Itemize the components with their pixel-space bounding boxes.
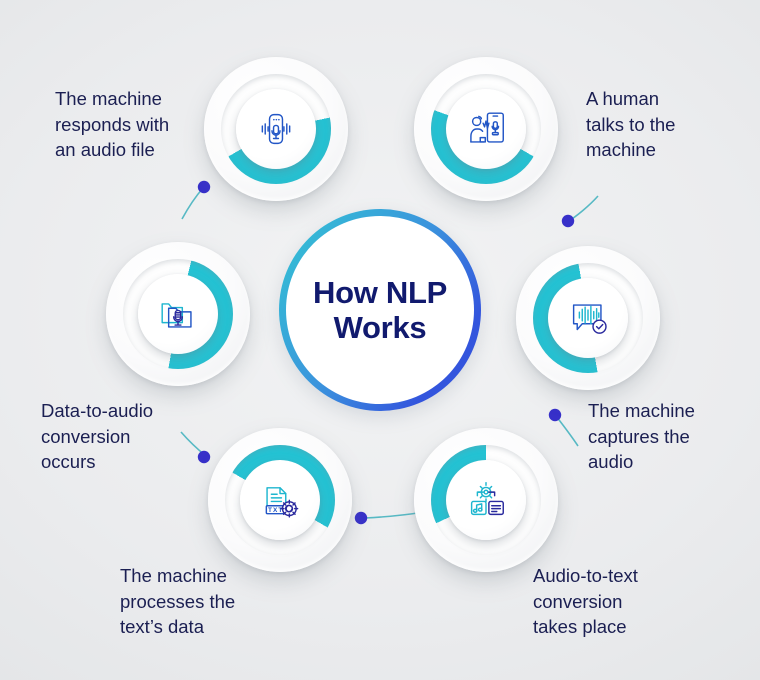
caption-human-talks: A human talks to the machine xyxy=(586,88,676,161)
page-title: How NLP Works xyxy=(313,274,447,345)
caption-audio-to-text: Audio-to-text conversion takes place xyxy=(533,565,638,638)
person-talking-to-phone-icon xyxy=(470,112,504,143)
hub-inner-disc: How NLP Works xyxy=(286,216,474,404)
node-icon-disc: TXT xyxy=(240,460,320,540)
center-hub: How NLP Works xyxy=(279,209,481,411)
step-node-processes-text[interactable]: TXT xyxy=(208,428,352,572)
speech-bubble-waveform-check-icon xyxy=(572,304,607,334)
caption-data-to-audio: Data-to-audio conversion occurs xyxy=(41,400,154,473)
node-icon-disc xyxy=(236,89,316,169)
step-node-data-to-audio[interactable] xyxy=(106,242,250,386)
smart-speaker-microphone-icon xyxy=(261,113,291,145)
connector-line-2 xyxy=(555,415,579,447)
gear-audio-text-file-icon xyxy=(470,482,504,516)
step-node-audio-to-text[interactable] xyxy=(414,428,558,572)
connector-dot-1 xyxy=(561,214,575,228)
caption-machine-captures: The machine captures the audio xyxy=(588,400,695,473)
step-node-machine-captures[interactable] xyxy=(516,246,660,390)
folder-microphone-icon xyxy=(161,303,192,328)
connector-dot-3 xyxy=(354,511,368,525)
step-node-responds-audio[interactable] xyxy=(204,57,348,201)
connector-line-1 xyxy=(566,195,599,223)
connector-line-5 xyxy=(181,187,204,220)
svg-text:TXT: TXT xyxy=(268,507,283,514)
caption-responds-audio: The machine responds with an audio file xyxy=(55,88,170,161)
caption-processes-text: The machine processes the text’s data xyxy=(120,565,236,638)
txt-document-gear-icon: TXT xyxy=(265,487,299,518)
node-icon-disc xyxy=(548,278,628,358)
node-icon-disc xyxy=(138,274,218,354)
step-node-human-talks[interactable] xyxy=(414,57,558,201)
node-icon-disc xyxy=(446,89,526,169)
connector-dot-2 xyxy=(548,408,562,422)
node-icon-disc xyxy=(446,460,526,540)
